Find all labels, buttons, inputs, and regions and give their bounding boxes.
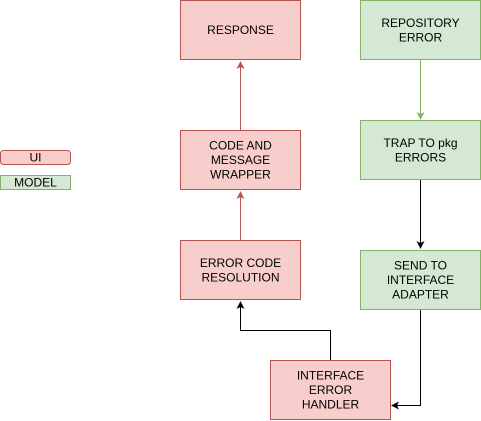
- node-interface-error-handler-box: [270, 360, 391, 420]
- node-label-line: SEND TO: [394, 259, 447, 273]
- node-label-line: ERRORS: [395, 150, 446, 164]
- edge-send-to-handler: [391, 310, 421, 410]
- edges: [236, 60, 425, 410]
- legend-ui-label: UI: [30, 151, 42, 165]
- node-error-code-resolution-box: [180, 240, 301, 300]
- legend-ui-swatch: [0, 150, 71, 165]
- legend-model-label: MODEL: [14, 176, 57, 190]
- node-response-label: RESPONSE: [207, 23, 274, 37]
- node-label-line: CODE AND: [209, 139, 272, 153]
- node-label-line: INTERFACE: [297, 369, 364, 383]
- node-label-line: ERROR: [309, 383, 353, 397]
- legend-model: MODEL: [0, 175, 71, 190]
- node-trap-to-pkg-errors-box: [360, 120, 481, 180]
- node-label-line: ERROR CODE: [200, 256, 281, 270]
- node-label-line: RESPONSE: [207, 23, 274, 37]
- node-label-line: HANDLER: [302, 398, 360, 412]
- node-code-and-message-wrapper-box: [180, 130, 301, 190]
- legend: UI MODEL: [0, 150, 71, 190]
- node-label-line: WRAPPER: [210, 168, 271, 182]
- node-label-line: MESSAGE: [211, 153, 270, 167]
- node-label-line: ERROR: [399, 30, 443, 44]
- node-label-line: REPOSITORY: [381, 16, 459, 30]
- node-send-to-interface-adapter-box: [360, 250, 481, 310]
- node-label-line: RESOLUTION: [201, 270, 279, 284]
- node-label-line: INTERFACE: [387, 273, 454, 287]
- node-response-box: [180, 0, 301, 60]
- edge-handler-to-resolution: [236, 301, 331, 360]
- node-label-line: ADAPTER: [392, 288, 449, 302]
- node-label-line: TRAP TO pkg: [383, 136, 457, 150]
- legend-ui: UI: [0, 150, 71, 165]
- legend-model-swatch: [0, 175, 71, 190]
- node-response: RESPONSE: [180, 0, 301, 60]
